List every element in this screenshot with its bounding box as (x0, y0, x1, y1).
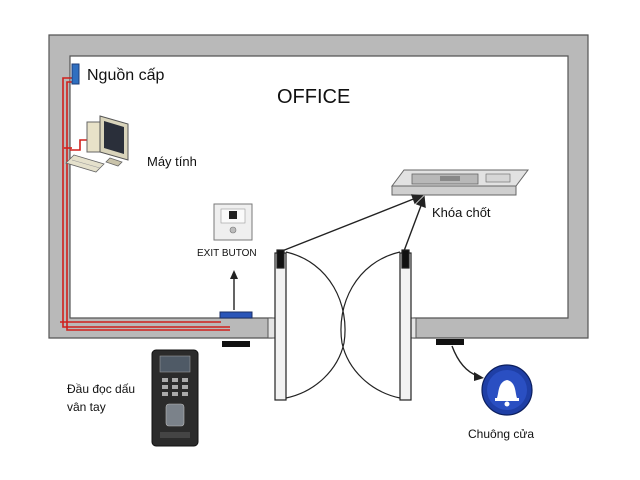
room-title: OFFICE (277, 86, 350, 108)
doorbell-icon (481, 364, 533, 416)
lock-label: Khóa chốt (432, 205, 491, 220)
lock-arrows (281, 194, 426, 252)
bell-arrow (451, 345, 479, 377)
exit-button-icon (213, 203, 253, 241)
doorbell-label: Chuông cửa (468, 427, 534, 441)
computer-label: Máy tính (147, 154, 197, 169)
electric-lock-icon (391, 169, 529, 196)
fingerprint-reader-icon (151, 349, 199, 447)
wiring (60, 77, 230, 331)
wall-junction-box (219, 311, 253, 319)
computer-icon (65, 115, 129, 173)
exit-button-label: EXIT BUTON (197, 248, 257, 259)
power-supply-label: Nguồn cấp (87, 67, 164, 84)
power-supply-box (71, 63, 80, 85)
reader-mount (222, 341, 250, 347)
double-door (274, 249, 412, 401)
reader-label-line2: vân tay (67, 400, 106, 414)
bell-mount (436, 339, 464, 345)
reader-label-line1: Đầu đọc dấu (67, 382, 135, 396)
